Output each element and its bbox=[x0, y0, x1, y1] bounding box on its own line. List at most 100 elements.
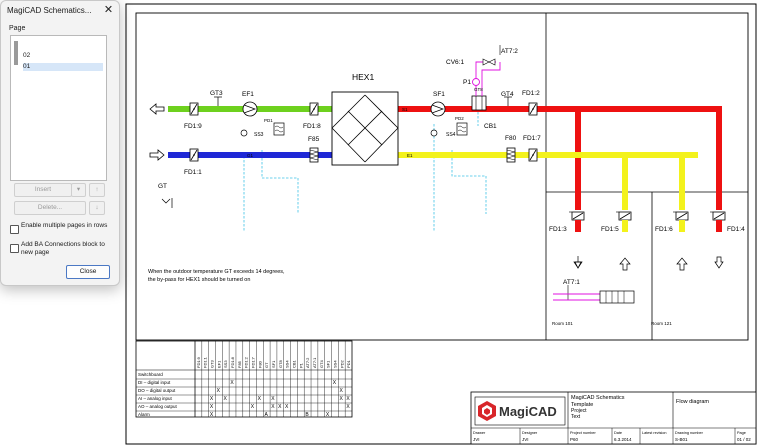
label-g1: G1 bbox=[247, 153, 254, 158]
pressure-sensor-pd2[interactable] bbox=[456, 122, 468, 136]
pressure-sensor-pd1[interactable] bbox=[273, 122, 285, 136]
label-fd13: FD1:3 bbox=[549, 226, 567, 233]
title-field-value: JVI bbox=[473, 437, 480, 442]
enable-multiple-label: Enable multiple pages in rows bbox=[21, 222, 108, 229]
insert-button[interactable]: Insert bbox=[14, 183, 72, 197]
ba-mark: X bbox=[251, 404, 255, 410]
pump-p1[interactable] bbox=[472, 78, 480, 86]
ba-column-header: CB1 bbox=[291, 359, 296, 368]
insert-dropdown-button[interactable]: ▾ bbox=[71, 183, 86, 197]
page-list-item-selected[interactable]: 01 bbox=[23, 63, 103, 71]
label-gt8: GT8 bbox=[474, 87, 483, 92]
supply-down-arrow-icon bbox=[714, 256, 724, 269]
outdoor-sensor-gt[interactable] bbox=[161, 198, 173, 208]
ba-mark: X bbox=[271, 404, 275, 410]
page-list-item[interactable]: 02 bbox=[23, 52, 31, 59]
radiator-at71[interactable] bbox=[553, 285, 635, 304]
heat-exchanger[interactable] bbox=[331, 91, 399, 166]
close-button[interactable]: Close bbox=[66, 265, 110, 279]
heating-coil-cb1[interactable] bbox=[471, 95, 487, 111]
insert-button-label: Insert bbox=[34, 186, 52, 193]
temp-sensor-gt3[interactable] bbox=[214, 96, 222, 106]
move-up-button[interactable]: ↑ bbox=[89, 183, 105, 197]
dialog-titlebar[interactable]: MagiCAD Schematics... ✕ bbox=[1, 1, 119, 21]
page-list[interactable]: 02 01 bbox=[10, 35, 107, 181]
ba-mark: A bbox=[264, 412, 268, 418]
supply-fan-sf1[interactable] bbox=[430, 101, 446, 117]
title-field-label: Page bbox=[737, 431, 746, 435]
ba-column-header: SS4 bbox=[332, 360, 337, 368]
enable-multiple-checkbox[interactable] bbox=[10, 225, 19, 234]
damper-fd14[interactable] bbox=[709, 211, 726, 221]
ba-mark: X bbox=[346, 404, 350, 410]
extract-up-arrow-icon bbox=[619, 257, 631, 271]
title-field-value: 01 / 02 bbox=[737, 437, 751, 442]
close-icon[interactable]: ✕ bbox=[103, 4, 114, 16]
filter-f85[interactable] bbox=[309, 147, 319, 163]
project-line-3: Project bbox=[571, 408, 587, 414]
control-lines bbox=[243, 104, 487, 232]
title-field-label: Date bbox=[614, 431, 622, 435]
ba-mark: X bbox=[340, 396, 344, 402]
ba-column-header: SS4 bbox=[285, 360, 290, 368]
supply-branch bbox=[716, 106, 722, 210]
extract-branch bbox=[679, 152, 685, 210]
ba-mark: X bbox=[333, 380, 337, 386]
label-f80: F80 bbox=[505, 135, 517, 142]
label-at71: AT7:1 bbox=[563, 279, 580, 286]
exhaust-fan-ef1[interactable] bbox=[242, 101, 258, 117]
label-gt4: GT4 bbox=[501, 91, 514, 98]
sensor-ss3[interactable] bbox=[240, 129, 248, 137]
schematics-dialog[interactable]: MagiCAD Schematics... ✕ Page 02 01 Inser… bbox=[0, 0, 120, 286]
damper-fd12[interactable] bbox=[528, 102, 538, 116]
add-ba-checkbox[interactable] bbox=[10, 244, 19, 253]
extract-branch bbox=[622, 152, 628, 210]
move-down-button[interactable]: ↓ bbox=[89, 201, 105, 215]
label-sf1: SF1 bbox=[433, 91, 445, 98]
damper-fd11[interactable] bbox=[189, 148, 199, 162]
valve-cv61[interactable] bbox=[482, 58, 496, 66]
label-gt: GT bbox=[158, 183, 167, 190]
ba-column-header: GT8 bbox=[278, 359, 283, 368]
ba-row-label: DI – digital input bbox=[138, 380, 171, 385]
damper-fd18[interactable] bbox=[309, 102, 319, 116]
ba-mark: X bbox=[278, 404, 282, 410]
damper-fd16[interactable] bbox=[672, 211, 689, 221]
delete-button[interactable]: Delete... bbox=[14, 201, 86, 215]
ba-column-header: GT4 bbox=[319, 359, 324, 368]
extract-duct bbox=[398, 152, 698, 158]
supply-branch bbox=[575, 220, 581, 232]
ba-column-header: F80 bbox=[257, 360, 262, 368]
damper-fd19[interactable] bbox=[189, 102, 199, 116]
ba-row-label: Alarm bbox=[138, 412, 150, 417]
ba-column-header: GT bbox=[264, 362, 269, 368]
page-label: Page bbox=[9, 25, 26, 32]
label-pd1: PD1 bbox=[264, 118, 273, 123]
label-p1: P1 bbox=[463, 79, 471, 86]
label-room-121: Room 121 bbox=[651, 321, 672, 326]
ba-column-header: FD1:7 bbox=[251, 356, 256, 368]
title-block: MagiCAD MagiCAD Schematics Template Proj… bbox=[470, 391, 757, 445]
damper-fd15[interactable] bbox=[615, 211, 632, 221]
ba-column-header: FD1:9 bbox=[196, 356, 201, 368]
ba-column-header: FD1:1 bbox=[203, 356, 208, 368]
ba-mark: X bbox=[217, 388, 221, 394]
damper-fd13[interactable] bbox=[568, 211, 585, 221]
damper-fd17[interactable] bbox=[528, 148, 538, 162]
ba-mark: X bbox=[346, 396, 350, 402]
label-cv61: CV6:1 bbox=[446, 59, 464, 66]
label-pd2: PD2 bbox=[455, 116, 464, 121]
supply-branch bbox=[716, 220, 722, 232]
hex-label: HEX1 bbox=[352, 72, 374, 82]
label-fd12: FD1:2 bbox=[522, 90, 540, 97]
label-cb1: CB1 bbox=[484, 123, 497, 130]
delete-button-label: Delete... bbox=[37, 204, 63, 211]
temp-sensor-gt4[interactable] bbox=[504, 96, 512, 106]
label-fd17: FD1:7 bbox=[523, 135, 541, 142]
outdoor-duct bbox=[168, 152, 332, 158]
intake-arrow-icon bbox=[149, 149, 165, 161]
filter-f80[interactable] bbox=[506, 147, 516, 163]
sensor-ss4[interactable] bbox=[430, 129, 438, 137]
